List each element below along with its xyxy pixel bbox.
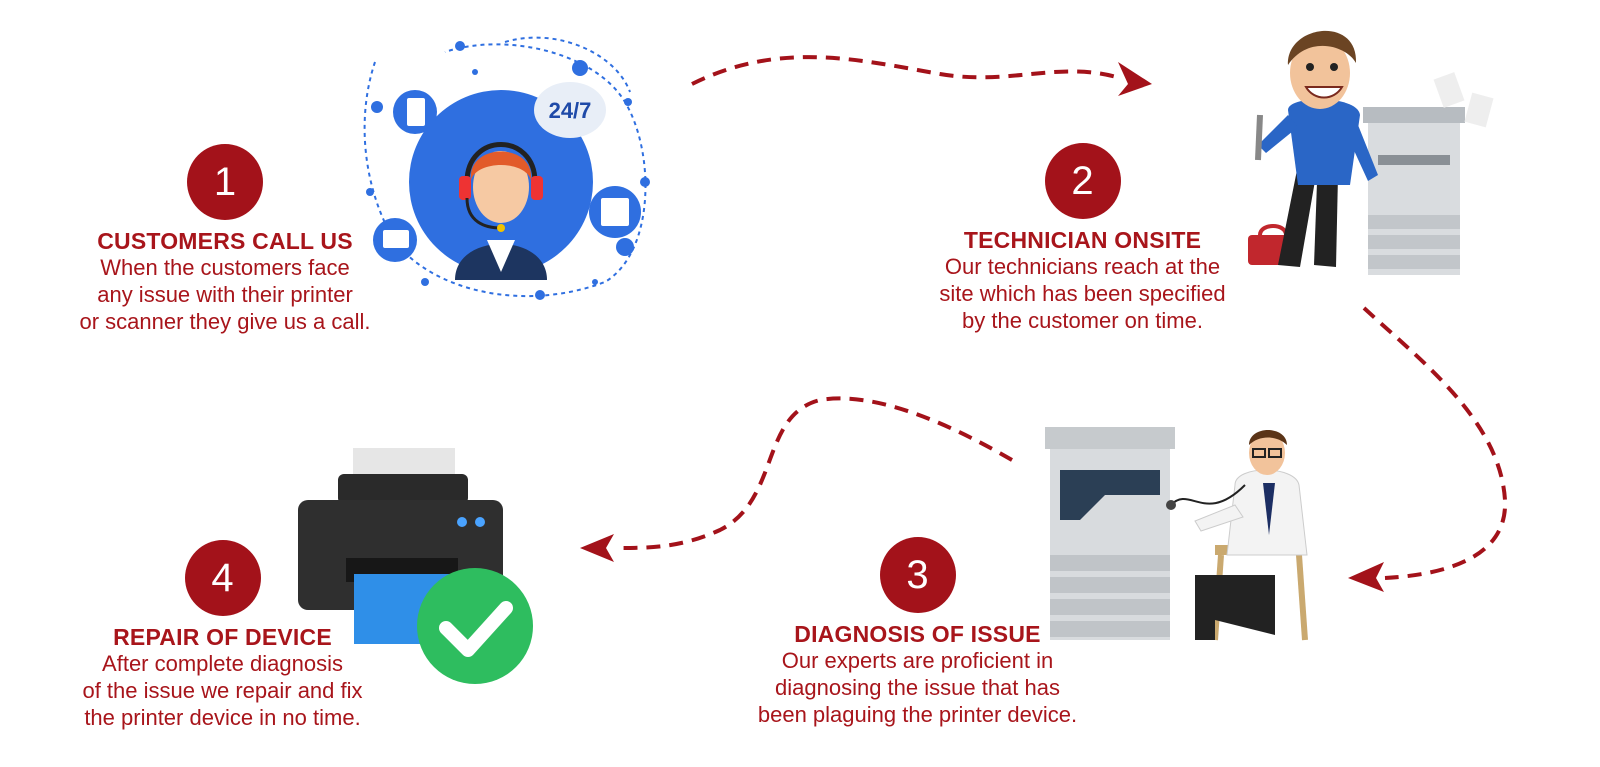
arrow-1-to-2 [691, 55, 1121, 86]
arrowhead-2 [1348, 562, 1384, 592]
support-agent-illustration: 24/7 [363, 36, 650, 300]
step-description-line: After complete diagnosis [102, 651, 343, 676]
printer-check-illustration [298, 448, 533, 684]
step-description-line: Our experts are proficient in [781, 648, 1054, 673]
step-description-line: diagnosing the issue that has [775, 675, 1060, 700]
step-description-line: When the customers face [100, 255, 350, 280]
step-description-line: the printer device in no time. [84, 705, 361, 730]
step-number-badge: 2 [1044, 143, 1121, 219]
step-title: CUSTOMERS CALL US [97, 228, 353, 254]
step-title: DIAGNOSIS OF ISSUE [794, 621, 1041, 647]
step-description-line: by the customer on time. [962, 308, 1203, 333]
arrow-3-to-4 [614, 396, 1013, 550]
step-3: 3 DIAGNOSIS OF ISSUE Our experts are pro… [720, 537, 1115, 728]
step-number-badge: 4 [184, 540, 261, 616]
step-1: 1 CUSTOMERS CALL US When the customers f… [60, 144, 390, 335]
arrow-2-to-3 [1362, 306, 1508, 580]
step-description-line: Our technicians reach at the [944, 254, 1221, 279]
diagnosis-illustration [1045, 427, 1308, 641]
step-number-badge: 1 [187, 144, 263, 220]
step-description-line: site which has been specified [939, 281, 1226, 306]
arrowhead-1 [1118, 62, 1152, 96]
step-description-line: or scanner they give us a call. [79, 309, 371, 334]
step-title: REPAIR OF DEVICE [113, 624, 332, 650]
step-number-badge: 3 [879, 537, 956, 613]
step-2: 2 TECHNICIAN ONSITE Our technicians reac… [910, 143, 1255, 334]
speech-bubble: 24/7 [534, 82, 606, 138]
step-description-line: of the issue we repair and fix [82, 678, 363, 703]
step-description-line: been plaguing the printer device. [757, 702, 1078, 727]
technician-illustration [1248, 30, 1494, 275]
step-title: TECHNICIAN ONSITE [963, 227, 1202, 253]
arrowhead-3 [580, 534, 614, 562]
support-badge: 24/7 [549, 98, 592, 123]
step-description-line: any issue with their printer [97, 282, 353, 307]
step-4: 4 REPAIR OF DEVICE After complete diagno… [55, 540, 390, 731]
